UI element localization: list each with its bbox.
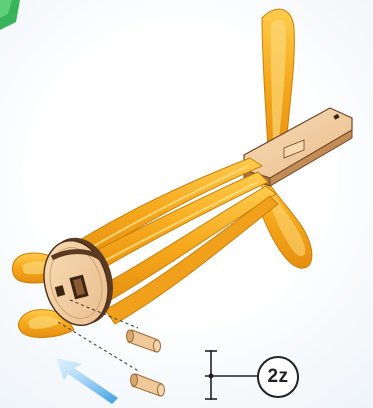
wooden-pin [131, 374, 165, 396]
direction-arrow-icon [56, 358, 118, 404]
wooden-pin [127, 330, 161, 352]
quantity-bracket [205, 350, 258, 400]
quantity-badge [258, 357, 298, 397]
step-corner-badge [0, 0, 20, 30]
